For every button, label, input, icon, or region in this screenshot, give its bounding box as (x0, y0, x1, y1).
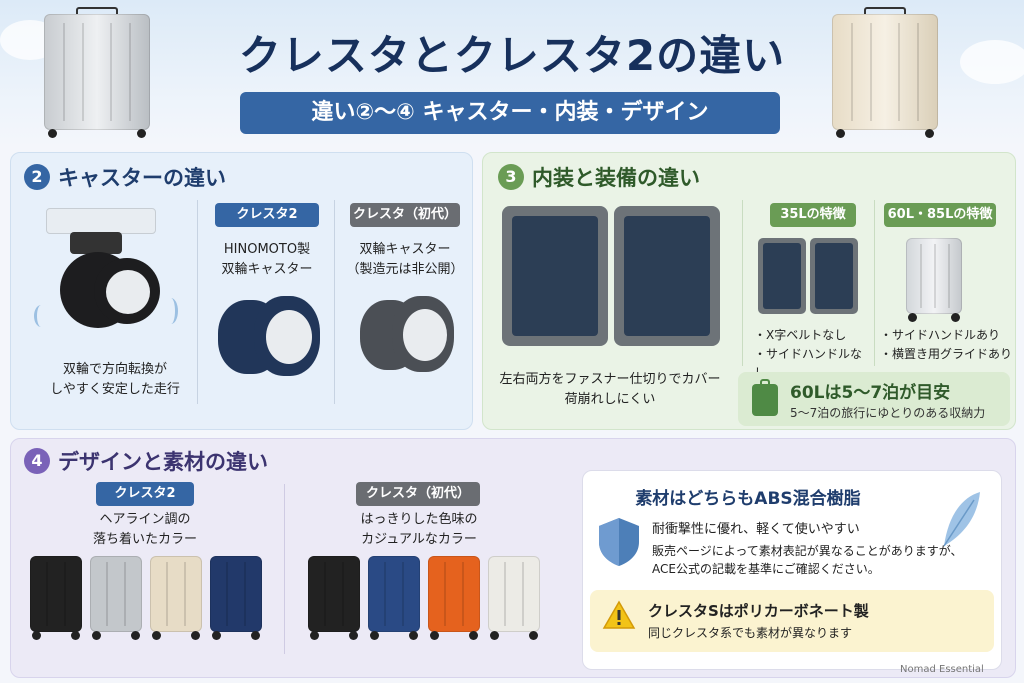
open-suitcase-left-image (502, 206, 608, 346)
size35-tag: 35Lの特徴 (770, 203, 856, 227)
suitcase-60l-image (906, 238, 962, 322)
black-suitcase-image (30, 556, 82, 640)
page-title: クレスタとクレスタ2の違い (238, 31, 786, 80)
material-title: 素材はどちらもABS混合樹脂 (635, 489, 861, 509)
cresta-original-tag: クレスタ（初代） (350, 203, 460, 227)
shield-icon (596, 516, 642, 568)
open-suitcase-right-image (614, 206, 720, 346)
warning-title: クレスタSはポリカーボネート製 (648, 602, 869, 620)
suitcase-icon (752, 379, 778, 416)
caster-caption: 双輪で方向転換が しやすく安定した走行 (50, 362, 180, 397)
material-line1: 耐衝撃性に優れ、軽くて使いやすい (652, 522, 860, 537)
section-number-badge: 2 (24, 164, 50, 190)
orange-suitcase-image (428, 556, 480, 640)
wheel-hub (266, 310, 312, 364)
size60-features: ・サイドハンドルあり ・横置き用グライドあり (880, 328, 1013, 361)
cloud-decoration (960, 40, 1024, 84)
cresta-original-caster-desc: 双輪キャスター （製造元は非公開） (346, 242, 464, 277)
suitcase-bottom-image (46, 208, 156, 234)
divider (742, 200, 743, 366)
black-suitcase-image (308, 556, 360, 640)
navy-suitcase-image (210, 556, 262, 640)
divider (284, 484, 285, 654)
page-subtitle: 違い②〜④ キャスター・内装・デザイン (240, 92, 780, 134)
cresta2-tag: クレスタ2 (96, 482, 194, 506)
cresta-original-design-desc: はっきりした色味の カジュアルなカラー (360, 512, 478, 547)
warning-icon (602, 600, 636, 630)
silver-suitcase-image (90, 556, 142, 640)
blue-suitcase-image (368, 556, 420, 640)
motion-lines (34, 305, 48, 327)
interior-section-title: 内装と装備の違い (532, 166, 700, 190)
wheel-hub (403, 309, 447, 361)
caster-mount (70, 232, 122, 254)
capacity-note-desc: 5〜7泊の旅行にゆとりのある収納力 (790, 406, 986, 420)
suitcase-35l-right-image (810, 238, 858, 314)
interior-caption: 左右両方をファスナー仕切りでカバー 荷崩れしにくい (499, 372, 721, 407)
caster-section-title: キャスターの違い (58, 166, 226, 190)
section-number-badge: 4 (24, 448, 50, 474)
cream-suitcase-image (832, 7, 938, 138)
warning-box (590, 590, 994, 652)
feather-icon (938, 488, 986, 550)
white-suitcase-image (488, 556, 540, 640)
divider (334, 200, 335, 404)
capacity-note-title: 60Lは5〜7泊が目安 (790, 383, 951, 403)
capacity-note-box (738, 372, 1010, 426)
cresta2-design-desc: ヘアライン調の 落ち着いたカラー (92, 512, 197, 547)
design-section-heading: 4 デザインと素材の違い (24, 446, 268, 476)
cresta-original-tag: クレスタ（初代） (356, 482, 480, 506)
interior-section-heading: 3 内装と装備の違い (498, 162, 700, 192)
cresta2-caster-desc: HINOMOTO製 双輪キャスター (221, 242, 313, 277)
material-line2: 販売ページによって素材表記が異なることがありますが、 (652, 544, 963, 558)
section-number-badge: 3 (498, 164, 524, 190)
design-section-title: デザインと素材の違い (58, 450, 268, 474)
cream-suitcase-image (150, 556, 202, 640)
material-line3: ACE公式の記載を基準にご確認ください。 (652, 562, 880, 576)
divider (197, 200, 198, 404)
cresta2-tag: クレスタ2 (215, 203, 319, 227)
wheel-hub (106, 270, 150, 314)
motion-lines (164, 298, 178, 324)
silver-suitcase-image (44, 7, 150, 138)
suitcase-35l-left-image (758, 238, 806, 314)
footer-brand: Nomad Essential (900, 664, 984, 675)
divider (874, 200, 875, 366)
caster-section-heading: 2 キャスターの違い (24, 162, 226, 192)
warning-desc: 同じクレスタ系でも素材が異なります (648, 626, 853, 640)
size60-tag: 60L・85Lの特徴 (884, 203, 996, 227)
